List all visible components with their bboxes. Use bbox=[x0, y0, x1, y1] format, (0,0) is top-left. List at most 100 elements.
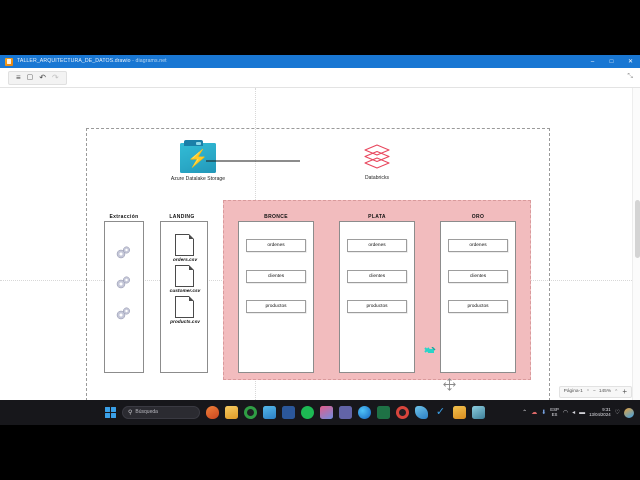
entity-bronce-productos[interactable]: productos bbox=[246, 300, 306, 313]
letterbox-top bbox=[0, 0, 640, 55]
lang-top: ESP bbox=[550, 406, 559, 412]
app-icon-tor[interactable] bbox=[206, 406, 219, 419]
undo-icon[interactable]: ↶ bbox=[39, 72, 46, 82]
gear-icon-1 bbox=[116, 246, 130, 259]
drawio-window: TALLER_ARQUITECTURA_DE_DATOS.drawio - di… bbox=[0, 55, 640, 400]
taskbar-system-tray: ⌃ ☁ ⬇ ESP ES ◠ ◂ ▬ 9:31 13/04/2024 ♡ bbox=[522, 406, 634, 418]
move-cursor-icon bbox=[443, 378, 456, 391]
file-label-customer: customer.csv bbox=[169, 289, 201, 294]
zoom-caret-icon[interactable]: ⌃ bbox=[614, 388, 619, 395]
app-icon-todo-check[interactable]: ✓ bbox=[435, 406, 446, 418]
diagram-outer-frame[interactable] bbox=[86, 128, 550, 400]
databricks-icon bbox=[364, 144, 390, 172]
app-icon-edge[interactable] bbox=[358, 406, 371, 419]
start-tile-3 bbox=[105, 413, 110, 418]
file-products-csv[interactable]: products.csv bbox=[170, 296, 200, 325]
column-box-extraccion[interactable] bbox=[104, 221, 144, 373]
zoom-out-button[interactable]: − bbox=[593, 388, 596, 394]
app-icon-chrome[interactable] bbox=[244, 406, 257, 419]
file-label-products: products.csv bbox=[170, 320, 200, 325]
maximize-button[interactable]: □ bbox=[609, 58, 614, 65]
node-databricks-label: Databricks bbox=[364, 175, 390, 181]
toolbar-button-group: ≡ ▢ ↶ ↷ bbox=[8, 70, 67, 85]
start-tile-2 bbox=[111, 407, 116, 412]
menu-icon[interactable]: ≡ bbox=[16, 72, 21, 82]
gear-icon-2 bbox=[116, 276, 130, 289]
app-icon-excel[interactable] bbox=[377, 406, 390, 419]
zoom-level[interactable]: 145% bbox=[598, 388, 612, 394]
redo-icon[interactable]: ↷ bbox=[52, 72, 59, 82]
tray-clock[interactable]: 9:31 13/04/2024 bbox=[589, 406, 611, 418]
diagram-canvas[interactable]: ⚡ Azure Datalake Storage bbox=[0, 88, 640, 400]
databricks-icon-svg bbox=[364, 144, 390, 169]
entity-oro-ordenes[interactable]: ordenes bbox=[448, 239, 508, 252]
tray-chevron-icon[interactable]: ⌃ bbox=[522, 409, 528, 416]
app-icon-photos[interactable] bbox=[320, 406, 333, 419]
windows-taskbar: ⚲ Búsqueda ✓ ⌃ ☁ ⬇ ESP ES bbox=[0, 400, 640, 425]
file-page-icon-2 bbox=[175, 265, 194, 287]
gear-cluster-1 bbox=[115, 245, 133, 260]
format-panel-toggle-icon[interactable]: ⤡ bbox=[627, 73, 633, 80]
tray-notification-bell-icon[interactable]: ♡ bbox=[614, 409, 620, 416]
entity-oro-clientes[interactable]: clientes bbox=[448, 270, 508, 283]
window-title: TALLER_ARQUITECTURA_DE_DATOS.drawio - di… bbox=[17, 55, 167, 68]
entity-bronce-ordenes[interactable]: ordenes bbox=[246, 239, 306, 252]
app-icon-chrome-alt[interactable] bbox=[396, 406, 409, 419]
app-icon-powerbi[interactable] bbox=[453, 406, 466, 419]
tray-onedrive-icon[interactable]: ☁ bbox=[531, 409, 538, 416]
windows-start-icon[interactable] bbox=[105, 407, 116, 418]
clock-time: 9:31 bbox=[602, 406, 611, 412]
tray-download-icon[interactable]: ⬇ bbox=[541, 409, 547, 416]
minimize-button[interactable]: – bbox=[590, 58, 595, 65]
entity-plata-ordenes[interactable]: ordenes bbox=[347, 239, 407, 252]
app-icon-drawio[interactable] bbox=[415, 406, 428, 419]
page-label[interactable]: Página-1 bbox=[563, 388, 583, 394]
tray-wifi-icon[interactable]: ◠ bbox=[562, 409, 569, 416]
column-title-plata: PLATA bbox=[368, 214, 386, 220]
drawio-app-icon bbox=[5, 57, 13, 66]
node-databricks[interactable]: Databricks bbox=[351, 144, 403, 181]
app-icon-teams[interactable] bbox=[339, 406, 352, 419]
window-title-text: TALLER_ARQUITECTURA_DE_DATOS.drawio bbox=[17, 58, 131, 64]
start-tile-4 bbox=[111, 413, 116, 418]
window-titlebar[interactable]: TALLER_ARQUITECTURA_DE_DATOS.drawio - di… bbox=[0, 55, 640, 68]
vertical-scrollbar-thumb[interactable] bbox=[634, 200, 640, 258]
close-button[interactable]: ✕ bbox=[627, 58, 634, 65]
entity-oro-productos[interactable]: productos bbox=[448, 300, 508, 313]
zoom-in-button[interactable]: + bbox=[622, 387, 627, 396]
tray-battery-icon[interactable]: ▬ bbox=[579, 409, 586, 416]
column-title-oro: ORO bbox=[471, 214, 485, 220]
teal-cross-cursor-svg bbox=[424, 346, 436, 353]
entity-plata-productos[interactable]: productos bbox=[347, 300, 407, 313]
app-toolbar: ≡ ▢ ↶ ↷ ⤡ bbox=[0, 68, 640, 88]
app-icon-word[interactable] bbox=[282, 406, 295, 419]
page-caret-icon[interactable]: ⌃ bbox=[585, 388, 591, 395]
window-title-suffix: - diagrams.net bbox=[130, 58, 167, 64]
app-icon-file-explorer[interactable] bbox=[225, 406, 238, 419]
app-icon-store[interactable] bbox=[263, 406, 276, 419]
file-orders-csv[interactable]: orders.csv bbox=[173, 234, 197, 263]
move-cursor-svg bbox=[443, 378, 456, 391]
file-page-icon-3 bbox=[175, 296, 194, 318]
taskbar-search-box[interactable]: ⚲ Búsqueda bbox=[122, 406, 200, 419]
node-azure-datalake-storage[interactable]: ⚡ Azure Datalake Storage bbox=[163, 140, 233, 182]
tray-volume-icon[interactable]: ◂ bbox=[572, 409, 576, 416]
entity-plata-clientes[interactable]: clientes bbox=[347, 270, 407, 283]
user-avatar[interactable] bbox=[624, 407, 634, 418]
gear-cluster-2 bbox=[115, 275, 133, 290]
app-icon-spotify[interactable] bbox=[301, 406, 314, 419]
window-controls: – □ ✕ bbox=[583, 55, 640, 68]
file-customer-csv[interactable]: customer.csv bbox=[170, 265, 200, 294]
diagram-canvas-area[interactable]: ⚡ Azure Datalake Storage bbox=[0, 88, 640, 400]
shapes-icon[interactable]: ▢ bbox=[26, 74, 34, 81]
clock-date: 13/04/2024 bbox=[589, 411, 611, 417]
tray-language-indicator[interactable]: ESP ES bbox=[550, 406, 559, 418]
app-icon-settings[interactable] bbox=[472, 406, 485, 419]
vertical-scrollbar[interactable] bbox=[632, 88, 640, 400]
column-title-extraccion: Extracción bbox=[109, 214, 139, 220]
page-zoom-statusbar: Página-1 ⌃ − 145% ⌃ + bbox=[558, 386, 632, 398]
gear-icon-3 bbox=[116, 307, 130, 320]
column-title-bronce: BRONCE bbox=[264, 214, 288, 220]
entity-bronce-clientes[interactable]: clientes bbox=[246, 270, 306, 283]
